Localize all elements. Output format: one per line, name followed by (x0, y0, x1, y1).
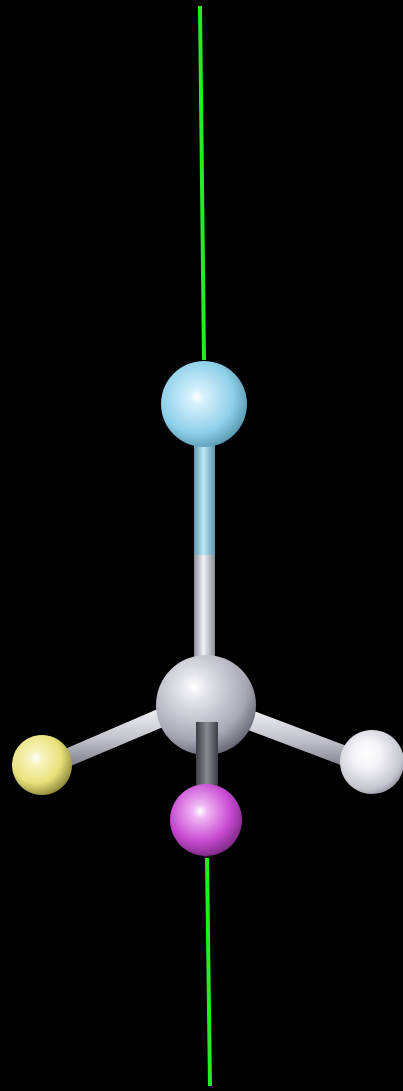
rotation-axis-lower (205, 857, 212, 1087)
carbon-atom[interactable] (156, 655, 256, 755)
bond-front (196, 722, 218, 794)
rotation-axis-upper (198, 5, 206, 361)
hydrogen-atom[interactable] (340, 730, 403, 794)
bond-right (240, 708, 360, 770)
chlorine-atom[interactable] (170, 784, 242, 856)
bond-left (58, 708, 168, 768)
sulfur-atom[interactable] (12, 735, 72, 795)
bond-top (194, 440, 215, 657)
fluorine-atom[interactable] (161, 361, 247, 447)
